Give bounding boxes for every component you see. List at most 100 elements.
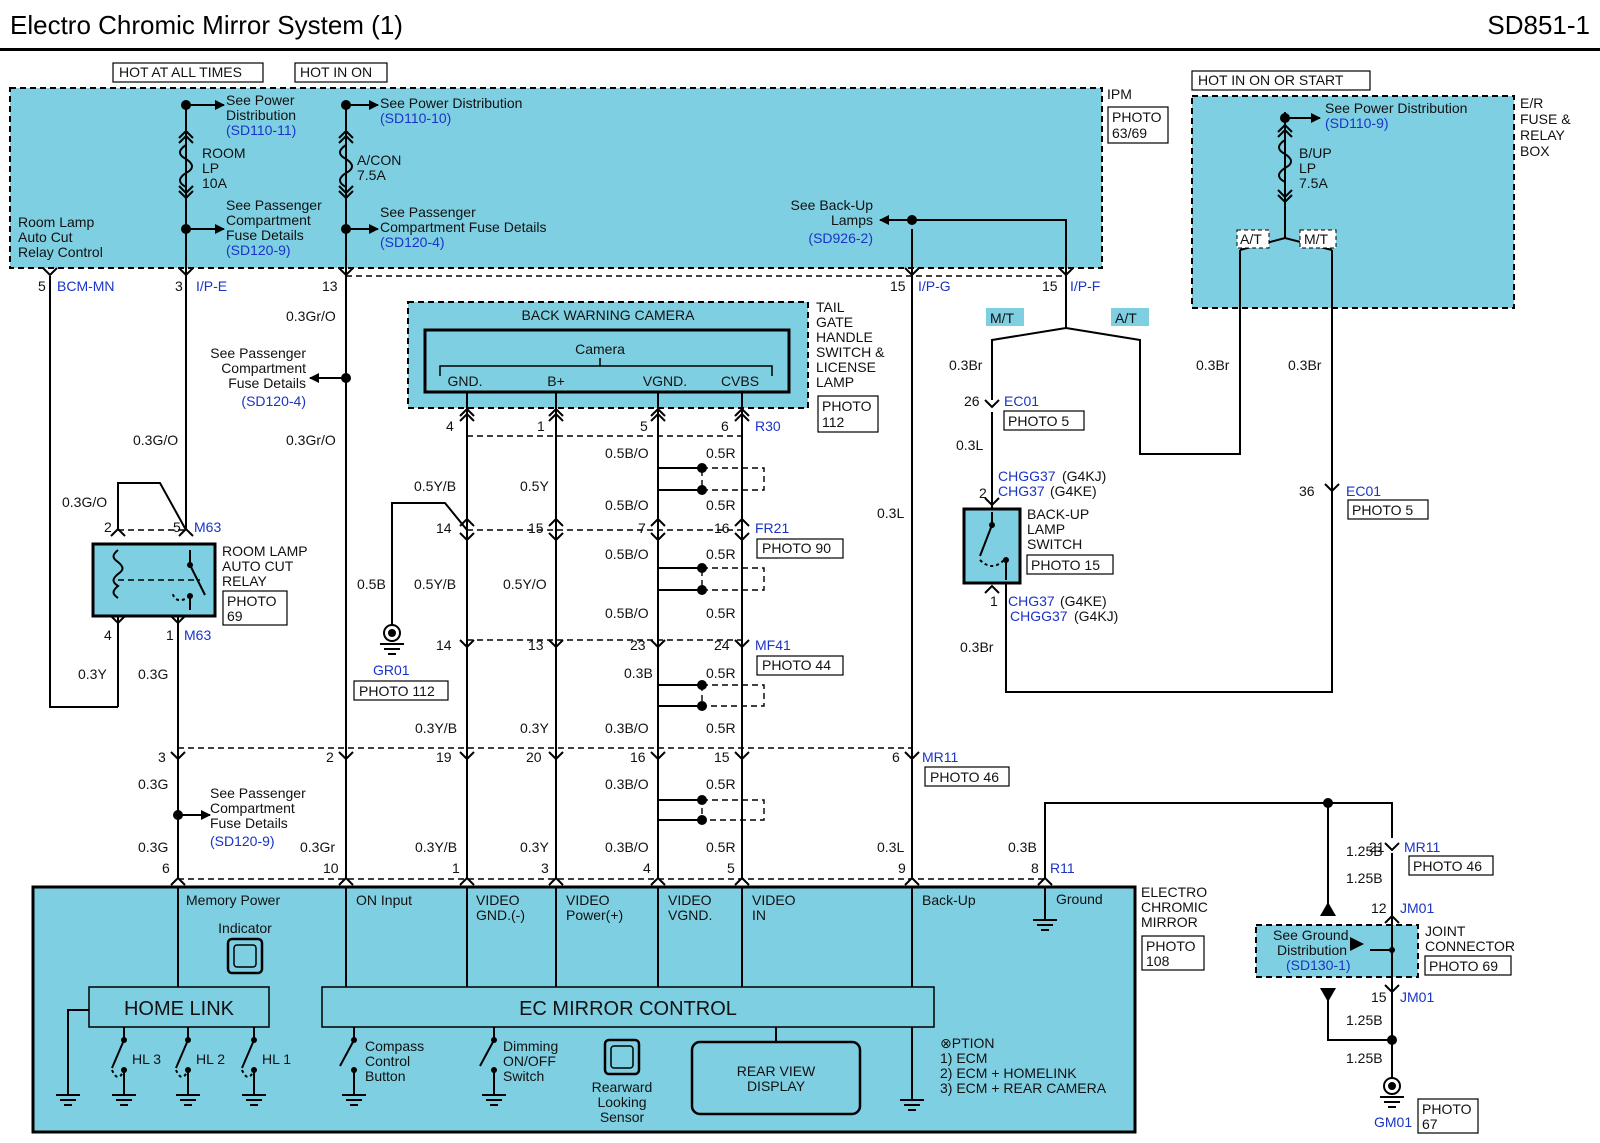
- pin-24-mf: 24: [714, 637, 730, 653]
- wire-gro-1: 0.3Gr/O: [286, 308, 336, 324]
- camera-box: [407, 301, 809, 409]
- pcf3-ref: (SD120-4): [241, 393, 306, 409]
- tailgate-photo-2: 112: [822, 414, 845, 430]
- ml-vpwr-2: Power(+): [566, 907, 623, 923]
- pcf4-line2: Compartment: [210, 800, 295, 816]
- hl3-label: HL 3: [132, 1051, 161, 1067]
- pin-14-mf: 14: [436, 637, 452, 653]
- gd-ref: (SD130-1): [1286, 957, 1351, 973]
- joint-photo: PHOTO 69: [1429, 958, 1498, 974]
- pin-6-mr: 6: [892, 749, 900, 765]
- ground-arrow-down: [1320, 988, 1336, 1002]
- tailgate-1: TAIL: [816, 299, 845, 315]
- wire-b125-3: 1.25B: [1346, 1012, 1383, 1028]
- pcf4-ref: (SD120-9): [210, 833, 275, 849]
- pin-1-relay: 1: [166, 627, 174, 643]
- photo-gm01-1: PHOTO: [1422, 1101, 1472, 1117]
- pin-13-mf: 13: [528, 637, 544, 653]
- tailgate-3: HANDLE: [816, 329, 873, 345]
- wire-g-3: 0.3G: [138, 839, 168, 855]
- pin-3-ipe: 3: [175, 278, 183, 294]
- compass-1: Compass: [365, 1038, 424, 1054]
- wire-bo5-3: 0.5B/O: [605, 546, 649, 562]
- wire-r5-3: 0.5R: [706, 546, 736, 562]
- pin-7-fr: 7: [638, 520, 646, 536]
- room-lamp-ctrl-2: Auto Cut: [18, 229, 73, 245]
- conn-ec01-a: EC01: [1004, 393, 1039, 409]
- relay-1: ROOM LAMP: [222, 543, 308, 559]
- wire-g-2: 0.3G: [138, 776, 168, 792]
- option-2: 1) ECM: [940, 1050, 987, 1066]
- compass-2: Control: [365, 1053, 410, 1069]
- camera-label: Camera: [575, 341, 625, 357]
- camera-title: BACK WARNING CAMERA: [522, 307, 696, 323]
- tag-at: A/T: [1115, 310, 1137, 326]
- backup-sw-photo: PHOTO 15: [1031, 557, 1100, 573]
- fuse-room-3: 10A: [202, 175, 228, 191]
- pd2-ref: (SD110-10): [380, 110, 451, 126]
- ml-on: ON Input: [356, 892, 412, 908]
- ml-vin-2: IN: [752, 907, 766, 923]
- conn-fr21: FR21: [755, 520, 789, 536]
- conn-ipg: I/P-G: [918, 278, 951, 294]
- wire-l3-1: 0.3L: [877, 505, 904, 521]
- conn-jm01-b: JM01: [1400, 989, 1434, 1005]
- pin-4-cam: 4: [446, 418, 454, 434]
- hot-in-on-label: HOT IN ON: [300, 64, 372, 80]
- text-layer: HOT AT ALL TIMES HOT IN ON HOT IN ON OR …: [18, 64, 1571, 1132]
- wire-br3-1: 0.3Br: [949, 357, 983, 373]
- pin-12-jm: 12: [1371, 900, 1387, 916]
- wire-yo5: 0.5Y/O: [503, 576, 547, 592]
- pd3-line: See Power Distribution: [1325, 100, 1467, 116]
- dimming-1: Dimming: [503, 1038, 558, 1054]
- conn-mr11-b: MR11: [1404, 839, 1441, 855]
- wire-bo3-3: 0.3B/O: [605, 839, 649, 855]
- gd-line2: Distribution: [1277, 942, 1347, 958]
- tag-mt-er: M/T: [1304, 231, 1329, 247]
- pin-19-mid: 19: [436, 749, 452, 765]
- conn-gr01: GR01: [373, 662, 410, 678]
- pin-36-ec: 36: [1299, 483, 1315, 499]
- backup-lamps-1: See Back-Up: [791, 197, 874, 213]
- relay-photo-1: PHOTO: [227, 593, 277, 609]
- wire-r5-2: 0.5R: [706, 497, 736, 513]
- pin-16-mid: 16: [630, 749, 646, 765]
- compass-3: Button: [365, 1068, 405, 1084]
- camera-pin-b: B+: [547, 373, 565, 389]
- dimming-2: ON/OFF: [503, 1053, 556, 1069]
- wire-br3-2: 0.3Br: [1196, 357, 1230, 373]
- wire-b125-2: 1.25B: [1346, 870, 1383, 886]
- relay-2: AUTO CUT: [222, 558, 294, 574]
- room-lamp-ctrl-1: Room Lamp: [18, 214, 94, 230]
- pin-1-ecm: 1: [452, 860, 460, 876]
- indicator-label: Indicator: [218, 920, 272, 936]
- ml-vvgnd-1: VIDEO: [668, 892, 712, 908]
- pcf1-ref: (SD120-9): [226, 242, 291, 258]
- ground-arrow-up: [1320, 902, 1336, 916]
- ml-memory: Memory Power: [186, 892, 280, 908]
- wire-y3: 0.3Y: [78, 666, 107, 682]
- label-boxes: [112, 62, 1512, 1134]
- hl2-label: HL 2: [196, 1051, 225, 1067]
- wire-g-1: 0.3G: [138, 666, 168, 682]
- pin-15-ipf: 15: [1042, 278, 1058, 294]
- wire-r5-5: 0.5R: [706, 665, 736, 681]
- pin-5-relay: 5: [173, 519, 181, 535]
- pin-2-mid: 2: [326, 749, 334, 765]
- g4ke-b: (G4KE): [1060, 593, 1107, 609]
- wire-y5: 0.5Y: [520, 478, 549, 494]
- tailgate-4: SWITCH &: [816, 344, 885, 360]
- pcf1-line3: Fuse Details: [226, 227, 304, 243]
- connector-chevrons: [42, 123, 1400, 994]
- wire-b3-gnd: 0.3B: [1008, 839, 1037, 855]
- pin-10-ecm: 10: [323, 860, 339, 876]
- pin-5-ecm: 5: [727, 860, 735, 876]
- backup-sw-2: LAMP: [1027, 521, 1065, 537]
- wire-yb3-1: 0.3Y/B: [415, 720, 457, 736]
- ml-ground: Ground: [1056, 891, 1103, 907]
- backup-sw-1: BACK-UP: [1027, 506, 1089, 522]
- mirror-photo-2: 108: [1146, 953, 1170, 969]
- backup-lamps-ref: (SD926-2): [808, 230, 873, 246]
- fuse-elements: [179, 139, 1292, 188]
